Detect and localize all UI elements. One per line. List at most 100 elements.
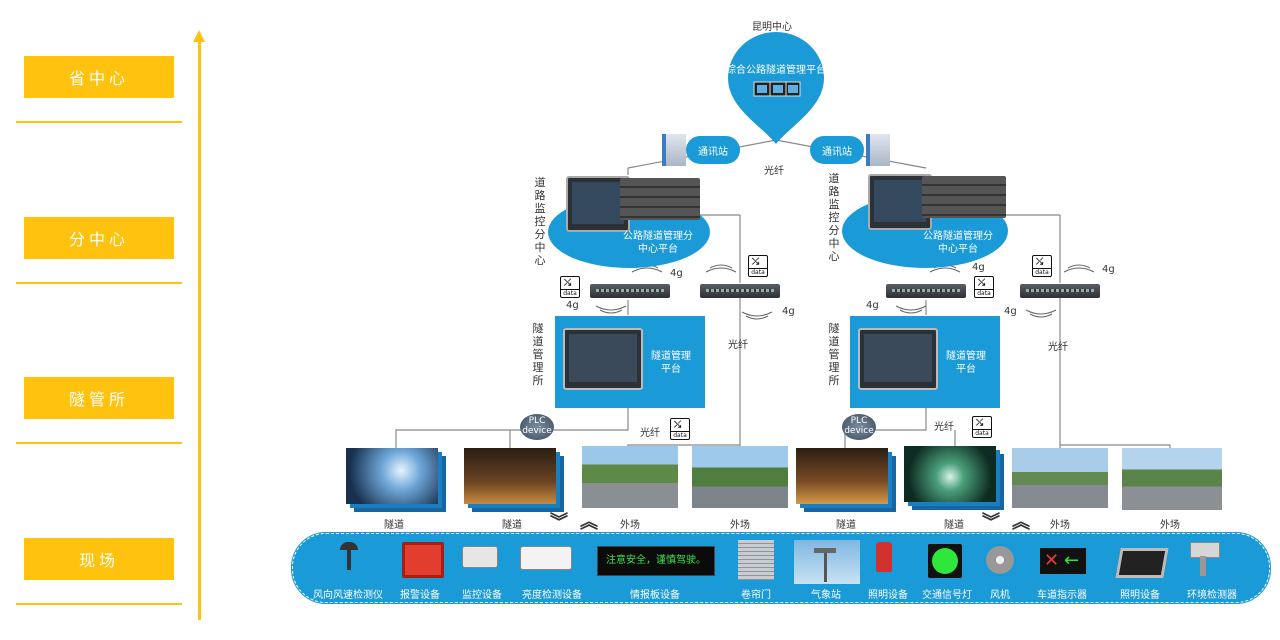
device-label: 环境检测器 bbox=[1187, 590, 1237, 601]
station-right: 通讯站 bbox=[810, 136, 864, 164]
fiber-label: 光纤 bbox=[640, 428, 660, 439]
outdoor-photo bbox=[582, 446, 678, 508]
branch-vertical-label: 道路监控分中心 bbox=[534, 176, 546, 267]
level-divider bbox=[16, 282, 182, 284]
data-switch-icon: ⤯data bbox=[748, 255, 768, 277]
outdoor-photo bbox=[692, 446, 788, 508]
scene-caption: 隧道 bbox=[384, 520, 404, 531]
camera-icon bbox=[462, 546, 498, 568]
label-4g: 4g bbox=[1102, 264, 1115, 275]
tunnel-office-vertical-label: 隧道管理所 bbox=[828, 322, 840, 387]
level-divider bbox=[16, 442, 182, 444]
data-switch-icon: ⤯data bbox=[972, 416, 992, 438]
scene-caption: 外场 bbox=[730, 520, 750, 531]
fan-icon bbox=[986, 546, 1014, 574]
label-4g: 4g bbox=[972, 262, 985, 273]
monitor-icon bbox=[563, 328, 643, 390]
tunnel-photo bbox=[904, 446, 996, 502]
level-divider bbox=[16, 603, 182, 605]
network-switch bbox=[700, 284, 780, 298]
level-divider bbox=[16, 121, 182, 123]
outdoor-photo bbox=[1122, 448, 1222, 510]
scene-caption: 外场 bbox=[1160, 520, 1180, 531]
level-tunnel-office: 隧管所 bbox=[24, 377, 174, 419]
scene-caption: 外场 bbox=[1050, 520, 1070, 531]
device-label: 报警设备 bbox=[400, 590, 440, 601]
scene-caption: 隧道 bbox=[836, 520, 856, 531]
label-4g: 4g bbox=[566, 300, 579, 311]
monitor-icon bbox=[566, 176, 630, 232]
alarm-device-icon bbox=[402, 542, 444, 578]
monitor-icon bbox=[868, 174, 932, 230]
fiber-label: 光纤 bbox=[728, 340, 748, 351]
chevron-up-icon: ︽ bbox=[1012, 512, 1030, 533]
label-4g: 4g bbox=[670, 268, 683, 279]
device-label: 照明设备 bbox=[868, 590, 908, 601]
data-switch-icon: ⤯data bbox=[670, 418, 690, 440]
tunnel-office-vertical-label: 隧道管理所 bbox=[532, 322, 544, 387]
outdoor-photo bbox=[1012, 448, 1108, 508]
luminance-detector-icon bbox=[520, 546, 572, 570]
info-board-display: 注意安全，谨慎驾驶。 bbox=[597, 546, 715, 576]
lane-indicator-icon: ✕ ← bbox=[1040, 548, 1086, 574]
level-branch: 分中心 bbox=[24, 217, 174, 259]
device-label: 照明设备 bbox=[1120, 590, 1160, 601]
device-label: 车道指示器 bbox=[1037, 590, 1087, 601]
data-switch-icon: ⤯data bbox=[1032, 255, 1052, 277]
device-label: 情报板设备 bbox=[630, 590, 680, 601]
fire-extinguisher-icon bbox=[876, 542, 892, 572]
branch-platform-label: 公路隧道管理分 中心平台 bbox=[923, 231, 993, 255]
environment-detector-icon bbox=[1188, 540, 1220, 576]
tunnel-photo bbox=[464, 448, 556, 504]
label-4g: 4g bbox=[866, 300, 879, 311]
field-device-strip bbox=[291, 532, 1271, 604]
chevron-down-icon: ︾ bbox=[982, 512, 1000, 533]
chevron-down-icon: ︾ bbox=[550, 512, 568, 533]
lighting-fixture-icon bbox=[1115, 548, 1169, 578]
city-label: 昆明中心 bbox=[752, 22, 792, 33]
label-4g: 4g bbox=[1004, 306, 1017, 317]
data-switch-icon: ⤯data bbox=[560, 276, 580, 298]
branch-platform-label: 公路隧道管理分 中心平台 bbox=[623, 231, 693, 255]
weather-station-icon bbox=[794, 540, 860, 584]
device-label: 风机 bbox=[990, 590, 1010, 601]
server-rack-icon bbox=[620, 178, 700, 220]
fiber-label: 光纤 bbox=[764, 166, 784, 177]
device-label: 亮度检测设备 bbox=[522, 590, 582, 601]
traffic-signal-icon bbox=[928, 544, 962, 578]
branch-vertical-label: 道路监控分中心 bbox=[828, 172, 840, 263]
fiber-label: 光纤 bbox=[1048, 342, 1068, 353]
network-switch bbox=[886, 284, 966, 298]
building-icon bbox=[662, 134, 686, 166]
level-site: 现场 bbox=[24, 538, 174, 580]
station-left: 通讯站 bbox=[686, 136, 740, 164]
building-icon bbox=[866, 134, 890, 166]
platform-pin bbox=[728, 32, 824, 144]
scene-caption: 隧道 bbox=[944, 520, 964, 531]
network-switch bbox=[590, 284, 670, 298]
fiber-label: 光纤 bbox=[934, 422, 954, 433]
rolling-door-icon bbox=[738, 540, 774, 580]
network-switch bbox=[1020, 284, 1100, 298]
anemometer-icon bbox=[336, 542, 362, 570]
level-province: 省中心 bbox=[24, 56, 174, 98]
device-label: 监控设备 bbox=[462, 590, 502, 601]
scene-caption: 外场 bbox=[620, 520, 640, 531]
tunnel-photo bbox=[346, 448, 438, 504]
scene-caption: 隧道 bbox=[502, 520, 522, 531]
chevron-up-icon: ︽ bbox=[580, 512, 598, 533]
device-label: 风向风速检测仪 bbox=[313, 590, 383, 601]
monitor-icon bbox=[858, 328, 938, 390]
tunnel-photo bbox=[796, 448, 888, 504]
tunnel-platform-panel: 隧道管理 平台 bbox=[850, 316, 1000, 408]
label-4g: 4g bbox=[782, 306, 795, 317]
tunnel-platform-panel: 隧道管理 平台 bbox=[555, 316, 705, 408]
server-rack-icon bbox=[922, 176, 1006, 218]
device-label: 卷帘门 bbox=[741, 590, 771, 601]
device-label: 交通信号灯 bbox=[922, 590, 972, 601]
platform-label: 综合公路隧道管理平台 bbox=[726, 65, 826, 76]
data-switch-icon: ⤯data bbox=[974, 276, 994, 298]
device-label: 气象站 bbox=[811, 590, 841, 601]
